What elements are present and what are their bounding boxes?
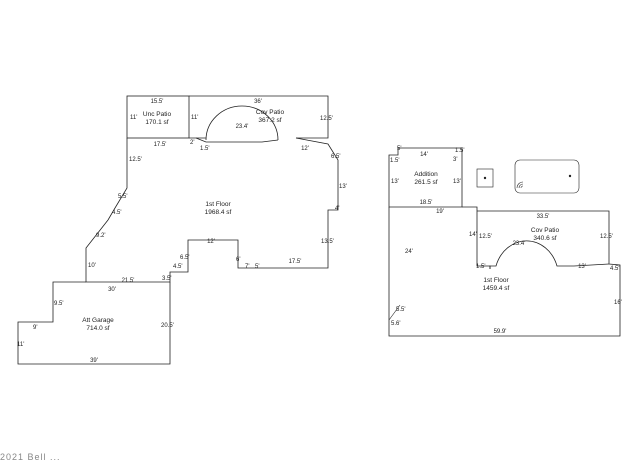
dim-label: 5.6' (391, 321, 401, 327)
dim-label: 4.5' (173, 264, 183, 270)
dim-label: 5.5' (396, 307, 406, 313)
garage-outline (17, 281, 171, 365)
dim-label: 3' (453, 157, 457, 163)
dim-label: 14' (469, 232, 477, 238)
dim-label: 5' (255, 264, 259, 270)
dim-label: 5' (397, 146, 401, 152)
first-floor-outline (388, 206, 621, 337)
dim-label: 12.5' (600, 234, 613, 240)
addition-name: Addition (414, 171, 438, 178)
dim-label: 20.5' (161, 323, 174, 329)
pool-steps (516, 181, 524, 189)
dim-label: 3.5' (162, 276, 172, 282)
dim-label: 13' (453, 179, 461, 185)
dim-label: 9' (33, 325, 37, 331)
dim-label: 9.2' (96, 233, 106, 239)
dim-label: 9.5' (54, 301, 64, 307)
dim-label: 12.5' (129, 157, 142, 163)
dim-label: 36' (254, 99, 262, 105)
cov-patio-area: 367.2 sf (258, 117, 281, 124)
dim-label: 12.5' (479, 234, 492, 240)
unc-patio-outline (126, 95, 190, 139)
dim-label: 7' (245, 264, 249, 270)
dim-label: 1.5' (390, 158, 400, 164)
dim-label: 21.5' (122, 278, 135, 284)
cov-patio-name: Cov Patio (256, 109, 285, 116)
dim-label: 11' (191, 115, 198, 121)
cov-patio-arc (489, 240, 610, 269)
dim-label: 18.5' (420, 200, 433, 206)
first-floor-area: 1968.4 sf (205, 209, 232, 216)
dim-label: 6.5' (180, 255, 190, 261)
dim-label: 13' (578, 264, 586, 270)
unc-patio-name: Unc Patio (143, 111, 172, 118)
first-floor-area: 1459.4 sf (483, 285, 510, 292)
dim-label: 12' (301, 146, 309, 152)
dim-label: 23.4' (236, 124, 249, 130)
dim-label: 4.5' (112, 210, 122, 216)
dim-label: 17.5' (154, 142, 167, 148)
left-building: Unc Patio 170.1 sf Cov Patio 367.2 sf 1s… (17, 95, 347, 365)
dim-label: 30' (108, 287, 116, 293)
dim-label: 59.9' (494, 329, 507, 335)
cov-patio-outline (189, 95, 329, 139)
dim-label: 12.5' (320, 116, 333, 122)
dim-label: 1.5' (476, 264, 486, 270)
dim-label: 17.5' (289, 259, 302, 265)
addition-area: 261.5 sf (414, 179, 437, 186)
cov-patio-name: Cov Patio (531, 227, 560, 234)
dim-label: 24' (405, 249, 413, 255)
dim-label: 23.4' (513, 241, 526, 247)
footer-text: 2021 Bell ... (0, 452, 61, 462)
dim-label: 10' (88, 263, 96, 269)
garage-area: 714.0 sf (86, 325, 109, 332)
garage-name: Att Garage (82, 317, 114, 324)
dim-label: 13' (391, 179, 399, 185)
first-floor-name: 1st Floor (483, 277, 509, 284)
dim-label: 15.5' (151, 99, 164, 105)
dim-label: 13' (339, 184, 347, 190)
pool-drain (568, 174, 572, 178)
dim-label: 6.5' (331, 154, 341, 160)
cov-patio-arc (205, 105, 279, 141)
dim-label: 4' (335, 206, 339, 212)
dim-label: 12' (207, 239, 215, 245)
cov-patio-area: 340.6 sf (533, 235, 556, 242)
right-building: Addition 261.5 sf Cov Patio 340.6 sf 1st… (388, 146, 622, 337)
dim-label: 6' (236, 257, 240, 263)
dim-label: 2' (190, 140, 194, 146)
dim-label: 11' (130, 115, 137, 121)
pool-shape (514, 159, 580, 194)
hot-tub (476, 168, 494, 188)
dim-label: 11' (17, 342, 24, 348)
dim-label: 13.5' (321, 239, 334, 245)
first-floor-name: 1st Floor (205, 201, 231, 208)
dim-label: 19' (436, 209, 444, 215)
dim-label: 1.5' (455, 148, 465, 154)
dim-label: 4.5' (610, 266, 620, 272)
angled-wall (388, 304, 401, 321)
dim-label: 33.5' (537, 214, 550, 220)
dim-label: 14' (420, 152, 428, 158)
dim-label: 16' (614, 300, 622, 306)
dim-label: 1.5' (200, 146, 210, 152)
hot-tub-dot (483, 176, 487, 180)
dim-label: 5.5' (118, 194, 128, 200)
first-floor-outline (85, 137, 339, 283)
unc-patio-area: 170.1 sf (145, 119, 168, 126)
dim-label: 39' (90, 358, 98, 364)
